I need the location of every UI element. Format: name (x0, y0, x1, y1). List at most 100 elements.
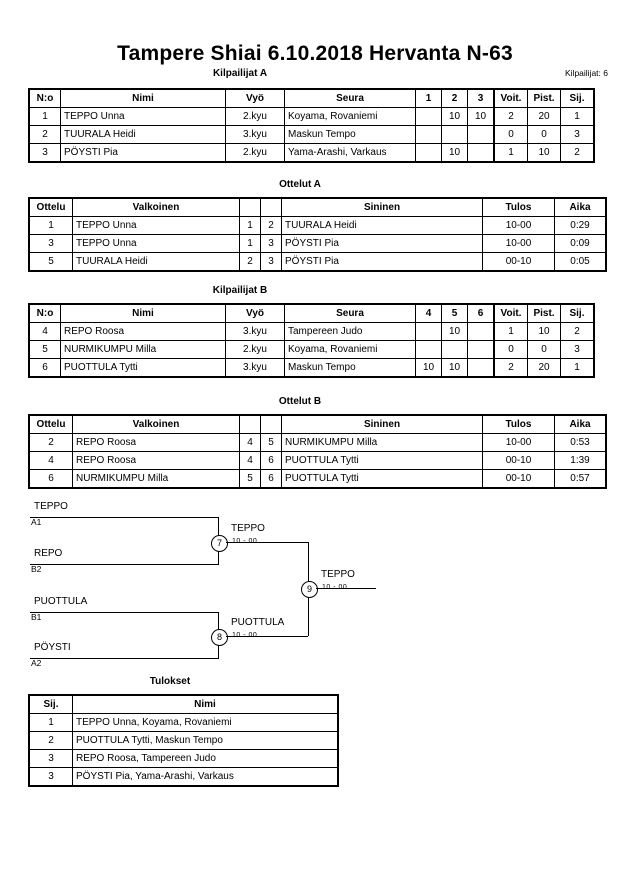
bracket-line (30, 612, 218, 613)
col-header-rank: Sij. (28, 694, 73, 714)
col-header-name: Nimi (60, 88, 226, 108)
cell-points: 0 (527, 340, 561, 359)
col-header-blue: Sininen (281, 197, 483, 217)
col-header-time: Aika (554, 197, 607, 217)
cell-name: PUOTTULA Tytti (60, 358, 226, 378)
table-header-row: Sij. Nimi (28, 694, 339, 714)
cell-wins: 2 (493, 107, 528, 126)
col-header-no: N:o (28, 88, 61, 108)
cell-no: 2 (28, 125, 61, 144)
cell-score-2: 10 (441, 107, 468, 126)
cell-time: 0:57 (554, 469, 607, 489)
cell-score-5: 10 (441, 358, 468, 378)
cell-blue-no: 2 (260, 216, 282, 235)
cell-result: 00-10 (482, 451, 555, 470)
cell-rank: 1 (560, 107, 595, 126)
cell-time: 1:39 (554, 451, 607, 470)
bracket-winner-score: 10 - 00 (232, 632, 257, 639)
cell-no: 1 (28, 107, 61, 126)
pool-a-table: N:o Nimi Vyö Seura 1 2 3 Voit. Pist. Sij… (28, 88, 595, 163)
cell-blue-no: 3 (260, 234, 282, 253)
cell-blue: TUURALA Heidi (281, 216, 483, 235)
table-row: 2 TUURALA Heidi 3.kyu Maskun Tempo 0 0 3 (28, 125, 595, 144)
cell-rank: 3 (28, 749, 73, 768)
cell-score-2 (441, 125, 468, 144)
col-header-score-6: 6 (467, 303, 495, 323)
table-row: 5 NURMIKUMPU Milla 2.kyu Koyama, Rovanie… (28, 340, 595, 359)
cell-rank: 1 (28, 713, 73, 732)
matches-b-table: Ottelu Valkoinen Sininen Tulos Aika 2 RE… (28, 414, 607, 489)
cell-rank: 2 (28, 731, 73, 750)
col-header-match-no: Ottelu (28, 414, 73, 434)
cell-rank: 1 (560, 358, 595, 378)
table-row: 2 REPO Roosa 4 5 NURMIKUMPU Milla 10-00 … (28, 433, 607, 452)
elimination-bracket: TEPPO A1 REPO B2 7 TEPPO 10 - 00 PUOTTUL… (0, 495, 630, 675)
cell-club: Tampereen Judo (284, 322, 416, 341)
col-header-club: Seura (284, 88, 416, 108)
cell-rank: 3 (560, 340, 595, 359)
bracket-winner-name: PUOTTULA (231, 617, 285, 628)
bracket-line (30, 517, 218, 518)
cell-score-1 (415, 125, 442, 144)
table-row: 1 TEPPO Unna 1 2 TUURALA Heidi 10-00 0:2… (28, 216, 607, 235)
cell-white-no: 4 (239, 433, 261, 452)
col-header-white-no (239, 414, 261, 434)
table-header-row: Ottelu Valkoinen Sininen Tulos Aika (28, 197, 607, 217)
cell-match-no: 1 (28, 216, 73, 235)
col-header-belt: Vyö (225, 88, 285, 108)
cell-name: REPO Roosa (60, 322, 226, 341)
cell-white: TUURALA Heidi (72, 252, 240, 272)
cell-club: Yama-Arashi, Varkaus (284, 143, 416, 163)
cell-white: REPO Roosa (72, 451, 240, 470)
cell-blue: PUOTTULA Tytti (281, 469, 483, 489)
cell-wins: 1 (493, 322, 528, 341)
bracket-line (226, 636, 308, 637)
cell-score-5: 10 (441, 322, 468, 341)
cell-result: 10-00 (482, 433, 555, 452)
cell-no: 4 (28, 322, 61, 341)
cell-score-2: 10 (441, 143, 468, 163)
bracket-seed-name: TEPPO (34, 501, 68, 512)
matches-a-table: Ottelu Valkoinen Sininen Tulos Aika 1 TE… (28, 197, 607, 272)
bracket-match-number: 8 (211, 629, 228, 646)
table-row: 3 PÖYSTI Pia 2.kyu Yama-Arashi, Varkaus … (28, 143, 595, 163)
cell-name: TUURALA Heidi (60, 125, 226, 144)
table-row: 3 REPO Roosa, Tampereen Judo (28, 749, 339, 768)
cell-rank: 2 (560, 322, 595, 341)
table-row: 6 PUOTTULA Tytti 3.kyu Maskun Tempo 10 1… (28, 358, 595, 378)
cell-rank: 3 (560, 125, 595, 144)
cell-white-no: 4 (239, 451, 261, 470)
col-header-wins: Voit. (493, 303, 528, 323)
cell-white: NURMIKUMPU Milla (72, 469, 240, 489)
bracket-winner-score: 10 - 00 (232, 538, 257, 545)
pool-b-table: N:o Nimi Vyö Seura 4 5 6 Voit. Pist. Sij… (28, 303, 595, 378)
col-header-rank: Sij. (560, 88, 595, 108)
cell-belt: 2.kyu (225, 340, 285, 359)
cell-blue-no: 6 (260, 451, 282, 470)
cell-match-no: 6 (28, 469, 73, 489)
col-header-result: Tulos (482, 197, 555, 217)
cell-club: Koyama, Rovaniemi (284, 107, 416, 126)
cell-blue-no: 3 (260, 252, 282, 272)
bracket-seed-name: REPO (34, 548, 63, 559)
bracket-seed-code: A2 (31, 658, 42, 668)
cell-score-4 (415, 340, 442, 359)
cell-rank: 2 (560, 143, 595, 163)
cell-time: 0:05 (554, 252, 607, 272)
col-header-blue-no (260, 414, 282, 434)
table-header-row: N:o Nimi Vyö Seura 4 5 6 Voit. Pist. Sij… (28, 303, 595, 323)
col-header-score-2: 2 (441, 88, 468, 108)
cell-rank: 3 (28, 767, 73, 787)
table-header-row: N:o Nimi Vyö Seura 1 2 3 Voit. Pist. Sij… (28, 88, 595, 108)
cell-white: TEPPO Unna (72, 216, 240, 235)
col-header-score-4: 4 (415, 303, 442, 323)
table-row: 1 TEPPO Unna 2.kyu Koyama, Rovaniemi 10 … (28, 107, 595, 126)
col-header-wins: Voit. (493, 88, 528, 108)
table-row: 1 TEPPO Unna, Koyama, Rovaniemi (28, 713, 339, 732)
cell-name: PUOTTULA Tytti, Maskun Tempo (72, 731, 339, 750)
cell-name: TEPPO Unna (60, 107, 226, 126)
bracket-seed-code: B2 (31, 564, 42, 574)
col-header-no: N:o (28, 303, 61, 323)
col-header-blue: Sininen (281, 414, 483, 434)
